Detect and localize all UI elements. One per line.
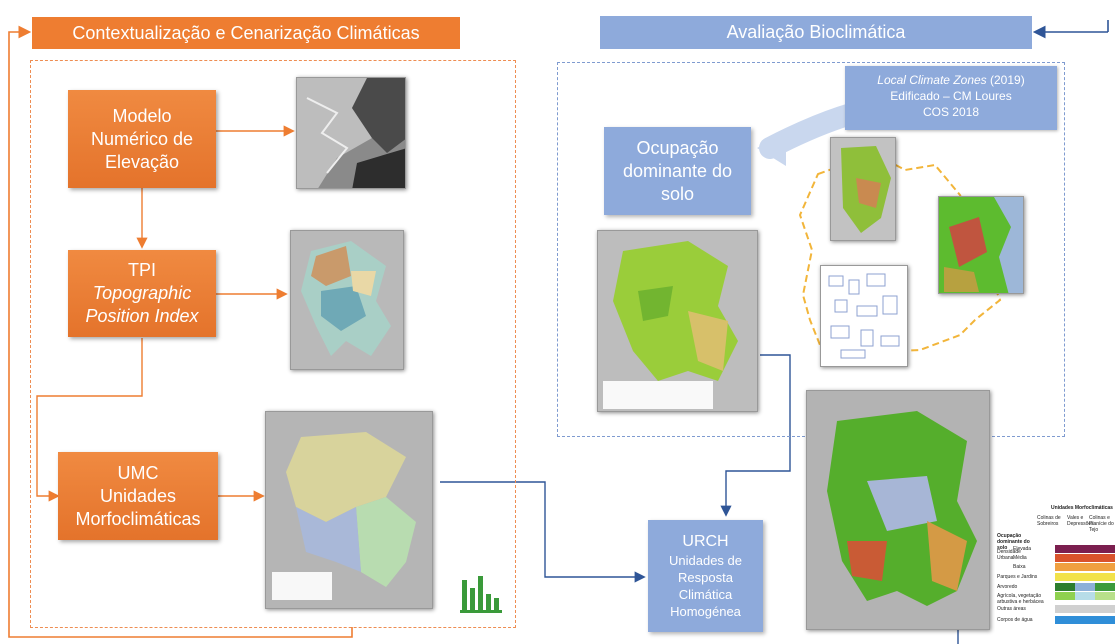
umc-line-2: Unidades [99, 485, 177, 506]
urch-line-4: Homogénea [670, 604, 741, 619]
legend-row-outras: Outras áreas [997, 606, 1026, 612]
ocupacao-line-1: Ocupação [636, 137, 719, 158]
legend-row-elevada: Elevada [1013, 546, 1032, 552]
tpi-line-2: Topographic [92, 283, 192, 303]
mne-line-3: Elevação [104, 151, 180, 172]
legend-column-3: Colinas e Planície do Tejo [1089, 515, 1114, 533]
tpi-map [290, 230, 404, 370]
umc-line-1: UMC [117, 462, 159, 483]
legend: Unidades Morfoclimáticas Colinas de Sobr… [995, 505, 1115, 633]
urch-line-2: Resposta [678, 570, 733, 585]
sources-line-2: Edificado – CM Loures [890, 89, 1012, 103]
legend-swatches [1055, 545, 1115, 624]
legend-title: Unidades Morfoclimáticas [1051, 505, 1113, 511]
mne-box: Modelo Numérico de Elevação [68, 90, 216, 188]
context-header: Contextualização e Cenarização Climática… [32, 17, 460, 49]
legend-column-2: Vales e Depressões [1067, 515, 1094, 527]
tpi-box: TPI Topographic Position Index [68, 250, 216, 337]
landuse-map [597, 230, 758, 412]
bioclimatic-header-label: Avaliação Bioclimática [726, 22, 906, 42]
legend-group: Densidade Urbana [997, 549, 1021, 561]
ocupacao-box: Ocupação dominante do solo [604, 127, 751, 215]
sources-lcz-year: (2019) [990, 73, 1025, 87]
legend-row-arvoredo: Arvoredo [997, 584, 1018, 590]
context-container [30, 60, 516, 628]
urch-title: URCH [682, 533, 729, 550]
legend-row-baixa: Baixa [1013, 564, 1026, 570]
urch-map [806, 390, 990, 630]
tpi-line-1: TPI [127, 260, 156, 280]
ocupacao-line-3: solo [660, 183, 695, 204]
legend-row-agua: Corpos de água [997, 617, 1033, 623]
buildings-map [820, 265, 908, 367]
umc-line-3: Morfoclimáticas [75, 508, 201, 529]
context-header-label: Contextualização e Cenarização Climática… [72, 22, 420, 43]
dem-map [296, 77, 406, 189]
mne-line-2: Numérico de [90, 128, 194, 149]
bioclimatic-header: Avaliação Bioclimática [600, 16, 1032, 49]
sources-line-1: Local Climate Zones (2019) [845, 72, 1057, 88]
legend-column-1: Colinas de Sobreiros [1037, 515, 1061, 527]
sources-lcz: Local Climate Zones [877, 73, 987, 87]
legend-row-parques: Parques e Jardins [997, 574, 1038, 580]
umc-box: UMC Unidades Morfoclimáticas [58, 452, 218, 540]
lcz-map-2 [938, 196, 1024, 294]
lcz-map-1 [830, 137, 896, 241]
urch-line-3: Climática [678, 587, 733, 602]
umc-map [265, 411, 433, 609]
legend-row-media: Média [1013, 555, 1027, 561]
ocupacao-line-2: dominante do [622, 160, 733, 181]
legend-row-agricola: Agrícola, vegetação arbustiva e herbácea [997, 593, 1044, 605]
sources-box: Local Climate Zones (2019) Edificado – C… [845, 66, 1057, 130]
legend-row-header: Ocupação dominante do solo [997, 533, 1030, 551]
urch-box: URCH Unidades de Resposta Climática Homo… [648, 520, 763, 632]
chart-bars-icon [458, 572, 504, 614]
mne-line-1: Modelo [112, 105, 172, 126]
tpi-line-3: Position Index [85, 306, 199, 326]
sources-line-3: COS 2018 [922, 105, 980, 119]
urch-line-1: Unidades de [669, 553, 742, 568]
